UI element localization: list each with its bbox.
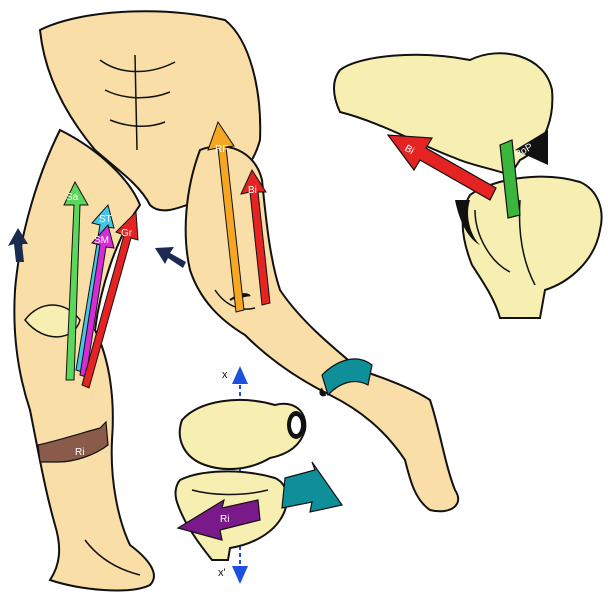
rectus-femoris-label: RF: [215, 144, 228, 155]
dark-arrow-middle: [155, 247, 186, 268]
knee-joint-inset: Bi PoP: [334, 53, 602, 318]
rotation-axis-inset: x x' Ri: [176, 366, 342, 584]
rotation-leg-label: Ri: [75, 447, 84, 458]
semimembranosus-label: SM: [94, 235, 109, 246]
vastus-label: Bi: [248, 185, 257, 196]
axis-arrow-down: [232, 566, 248, 584]
femur-condyles: [180, 400, 306, 469]
axis-top-label: x: [222, 369, 228, 381]
medial-arrow-label: Ri: [220, 514, 229, 525]
gracilis-label: Gr: [121, 228, 133, 239]
lateral-rotator-arrow: [282, 462, 342, 512]
axis-bottom-label: x': [218, 567, 226, 579]
axis-arrow-up: [232, 366, 248, 384]
semitendinosus-label: ST: [99, 214, 112, 225]
sartorius-label: Sa: [66, 192, 79, 203]
tibia-bone: [463, 177, 602, 318]
